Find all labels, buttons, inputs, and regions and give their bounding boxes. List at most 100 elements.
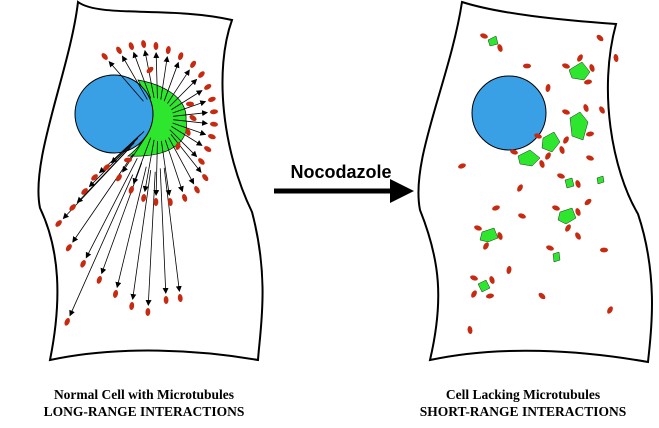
vesicle	[198, 71, 205, 78]
vesicle	[81, 188, 88, 195]
vesicle	[565, 224, 571, 232]
vesicle	[492, 205, 500, 211]
vesicle	[575, 232, 581, 240]
vesicle	[545, 84, 551, 92]
vesicle	[141, 194, 147, 202]
right-caption-title: Cell Lacking Microtubules	[445, 387, 601, 402]
golgi-fragment	[564, 177, 575, 189]
vesicle	[474, 225, 482, 231]
nucleus-right	[471, 75, 547, 151]
microtubule	[173, 110, 209, 117]
vesicles-left	[55, 40, 218, 326]
golgi-fragment	[569, 111, 589, 141]
normal-cell	[37, 0, 264, 362]
microtubule	[164, 139, 184, 193]
microtubule	[85, 158, 138, 259]
vesicle	[189, 114, 197, 122]
vesicle	[562, 109, 570, 115]
microtubule	[153, 140, 160, 197]
vesicle	[534, 133, 542, 139]
microtubule	[169, 129, 198, 158]
golgi-fragment	[541, 131, 561, 153]
golgi-fragment	[477, 279, 491, 293]
vesicle	[198, 158, 205, 165]
vesicle	[96, 276, 102, 284]
vesicle	[146, 66, 154, 74]
golgi-fragment	[557, 207, 577, 225]
microtubule	[130, 170, 152, 301]
vesicle	[575, 180, 581, 188]
vesicle	[128, 42, 134, 50]
vesicle	[129, 302, 135, 310]
vesicle	[116, 46, 122, 54]
microtubule	[132, 137, 152, 185]
microtubule	[163, 61, 180, 102]
vesicle	[607, 306, 613, 314]
right-caption: Cell Lacking Microtubules SHORT-RANGE IN…	[392, 386, 654, 420]
vesicle	[153, 42, 159, 50]
vesicle	[552, 205, 560, 211]
vesicle	[177, 294, 183, 302]
vesicle	[101, 53, 108, 60]
vesicle	[208, 96, 216, 102]
vesicle	[545, 152, 551, 160]
vesicle	[480, 33, 488, 39]
vesicle	[113, 290, 119, 298]
vesicle	[115, 174, 122, 182]
vesicle	[596, 34, 604, 42]
vesicle	[546, 245, 554, 251]
vesicle	[497, 232, 503, 240]
vesicle	[202, 174, 209, 182]
microtubule	[160, 55, 170, 100]
microtubule	[170, 133, 202, 173]
vesicle	[577, 54, 583, 62]
left-caption-subtitle: LONG-RANGE INTERACTIONS	[43, 404, 245, 419]
nocodazole-cell	[417, 0, 653, 364]
golgi-fragments	[477, 35, 605, 293]
vesicle	[583, 104, 589, 112]
vesicle	[186, 101, 194, 107]
vesicle	[600, 247, 608, 253]
microtubule	[159, 168, 169, 295]
vesicle	[204, 146, 212, 152]
microtubule	[132, 51, 152, 99]
vesicle	[467, 326, 473, 334]
microtubule	[153, 51, 160, 99]
microtubule	[167, 69, 190, 104]
vesicle	[91, 174, 98, 181]
right-caption-subtitle: SHORT-RANGE INTERACTIONS	[419, 404, 627, 419]
vesicle	[539, 160, 545, 168]
vesicle	[208, 134, 216, 140]
vesicle	[165, 46, 171, 54]
vesicle	[124, 157, 132, 163]
microtubule	[171, 90, 203, 110]
vesicle	[470, 275, 478, 281]
vesicle	[178, 52, 184, 60]
microtubule	[72, 153, 134, 243]
vesicle	[517, 184, 523, 192]
vesicle	[538, 292, 546, 300]
vesicle	[190, 60, 197, 68]
vesicle	[153, 198, 159, 206]
vesicle	[210, 109, 218, 115]
microtubule	[100, 162, 143, 275]
vesicle	[486, 293, 494, 299]
treatment-arrow: Nocodazole	[274, 162, 414, 203]
vesicle	[194, 186, 200, 194]
microtubule	[171, 126, 203, 146]
vesicle	[103, 164, 110, 171]
microtubule	[145, 171, 156, 307]
vesicle	[128, 186, 134, 194]
vesicle	[562, 63, 570, 69]
golgi-fragment	[552, 251, 561, 263]
vesicle	[458, 163, 466, 169]
vesicle	[80, 260, 86, 268]
vesicle	[163, 296, 169, 304]
vesicles-right	[458, 33, 619, 334]
vesicle	[586, 131, 594, 137]
vesicle	[64, 318, 70, 326]
vesicle	[471, 290, 477, 298]
microtubule	[168, 137, 195, 185]
microtubule	[173, 119, 209, 126]
